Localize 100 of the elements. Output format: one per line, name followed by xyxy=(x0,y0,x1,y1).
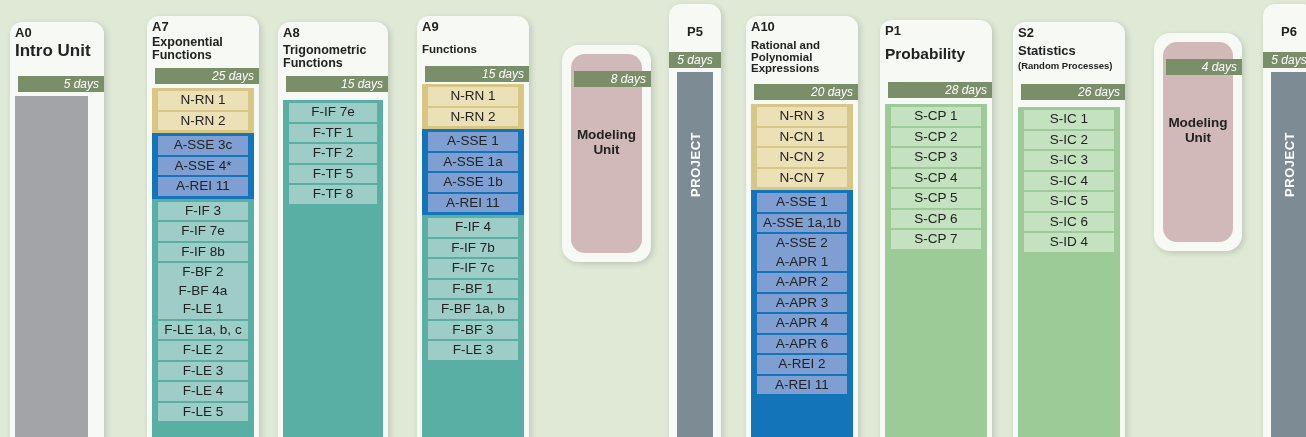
standard-tag: A-SSE 1b xyxy=(428,173,518,192)
node-label: F-LE 4 xyxy=(182,383,224,398)
node-label: S-CP 7 xyxy=(914,231,958,246)
standard-tag: S-CP 3 xyxy=(891,148,981,167)
unit-code: S2 xyxy=(1018,25,1034,40)
standard-code: F-BF 4a xyxy=(177,281,229,300)
node-label: N-CN 7 xyxy=(779,169,825,185)
node-label: S-ID 4 xyxy=(1049,234,1089,249)
node-label: S-IC 2 xyxy=(1049,131,1089,147)
node-label: A-SSE 1 xyxy=(776,194,828,209)
node-label: F-LE 3 xyxy=(452,342,494,357)
node-label: S-CP 4 xyxy=(914,169,958,185)
duration-bar: 8 days xyxy=(574,71,651,87)
standard-tag: F-IF 7e xyxy=(289,103,377,122)
modeling-card xyxy=(1154,33,1242,251)
unit-card xyxy=(10,22,104,437)
standard-tag: A-SSE 3c xyxy=(158,136,248,155)
standard-tag: S-IC 4 xyxy=(1024,171,1114,190)
unit-card xyxy=(746,16,858,437)
unit-code: A10 xyxy=(751,19,775,34)
unit-title: Exponential Functions xyxy=(152,36,224,61)
standard-tag: S-CP 6 xyxy=(891,209,981,228)
standard-tag: A-APR 3 xyxy=(757,293,847,312)
standard-tag: A-SSE 4* xyxy=(158,156,248,175)
unit-title: Functions xyxy=(422,44,478,56)
unit-title: Trigonometric Functions xyxy=(283,44,368,69)
standard-tag: F-BF 1a, b xyxy=(428,300,518,319)
standard-tag: F-LE 4 xyxy=(158,382,248,401)
node-label: S-CP 5 xyxy=(914,190,958,205)
standard-tag: F-LE 1a, b, c xyxy=(158,320,248,339)
unit-code: A0 xyxy=(15,25,32,40)
duration-bar: 15 days xyxy=(425,66,529,82)
unit-title: Intro Unit xyxy=(15,42,92,59)
unit-title: Statistics xyxy=(1018,44,1077,57)
unit-title: Modeling Unit xyxy=(575,127,638,157)
standard-tag: N-CN 7 xyxy=(757,168,847,187)
project-card xyxy=(1263,4,1306,437)
standard-tag: N-RN 2 xyxy=(158,111,248,130)
node-label: S-IC 6 xyxy=(1049,213,1089,229)
node-label: A-APR 6 xyxy=(775,335,829,351)
node-label: N-RN 1 xyxy=(450,88,496,103)
standard-tag: N-RN 1 xyxy=(428,87,518,106)
node-label: F-TF 5 xyxy=(312,165,354,181)
node-label: N-RN 2 xyxy=(180,112,226,128)
unit-code: P1 xyxy=(885,23,901,38)
standard-tag: S-CP 2 xyxy=(891,127,981,146)
node-label: F-IF 7e xyxy=(311,104,355,119)
node-label: S-IC 5 xyxy=(1049,193,1089,208)
standard-tag: F-LE 3 xyxy=(428,341,518,360)
standard-tag: S-IC 5 xyxy=(1024,192,1114,211)
unit-card xyxy=(1013,22,1125,437)
project-label: PROJECT xyxy=(1281,132,1297,197)
standard-tag: N-RN 2 xyxy=(428,107,518,126)
standard-tag: A-REI 11 xyxy=(757,375,847,394)
standard-tag: S-ID 4 xyxy=(1024,233,1114,252)
standard-tag: A-REI 11 xyxy=(428,193,518,212)
node-label: S-CP 2 xyxy=(914,128,958,144)
standard-tag: F-LE 5 xyxy=(158,402,248,421)
unit-code: A9 xyxy=(422,19,439,34)
unit-code: A8 xyxy=(283,25,300,40)
unit-card xyxy=(147,16,259,437)
node-label: F-TF 2 xyxy=(312,145,354,160)
standard-tag: F-IF 4 xyxy=(428,218,518,237)
node-label: S-CP 1 xyxy=(914,108,958,123)
standard-tag: A-SSE 1a,1b xyxy=(757,213,847,232)
standard-tag: A-REI 2 xyxy=(757,355,847,374)
node-label: S-CP 3 xyxy=(914,149,958,164)
unit-code: A7 xyxy=(152,19,169,34)
standard-tag: F-TF 5 xyxy=(289,164,377,183)
standard-tag: F-IF 7b xyxy=(428,238,518,257)
node-label: A-REI 2 xyxy=(778,356,826,371)
standard-tag: A-APR 6 xyxy=(757,334,847,353)
standard-tag: F-IF 7e xyxy=(158,222,248,241)
standard-tag: S-CP 5 xyxy=(891,189,981,208)
node-label: A-SSE 1b xyxy=(443,174,503,189)
duration-bar: 26 days xyxy=(1021,84,1125,100)
standard-tag: S-CP 4 xyxy=(891,168,981,187)
node-label: S-IC 1 xyxy=(1049,111,1089,126)
standard-tag: A-SSE 1 xyxy=(428,132,518,151)
node-label: F-IF 7b xyxy=(451,239,495,255)
unit-code: P6 xyxy=(1280,24,1298,39)
node-label: N-RN 1 xyxy=(180,92,226,107)
node-label: F-IF 4 xyxy=(455,219,491,234)
standard-tag: F-TF 1 xyxy=(289,123,377,142)
standard-tag: S-CP 7 xyxy=(891,230,981,249)
standard-tag: S-IC 3 xyxy=(1024,151,1114,170)
standard-tag: F-TF 2 xyxy=(289,144,377,163)
node-label: F-IF 7c xyxy=(451,260,495,275)
standard-tag: S-CP 1 xyxy=(891,107,981,126)
standard-group xyxy=(158,263,248,319)
unit-card xyxy=(417,16,529,437)
node-label: F-LE 5 xyxy=(182,403,224,419)
project-bar xyxy=(677,72,713,437)
standard-code: A-SSE 2 xyxy=(775,234,829,252)
node-label: S-IC 4 xyxy=(1049,172,1089,188)
node-label: F-LE 2 xyxy=(182,342,224,357)
node-label: F-BF 1 xyxy=(452,280,494,296)
node-label: F-IF 7e xyxy=(181,223,225,238)
standard-tag: F-IF 8b xyxy=(158,242,248,261)
node-label: N-CN 1 xyxy=(779,128,825,144)
